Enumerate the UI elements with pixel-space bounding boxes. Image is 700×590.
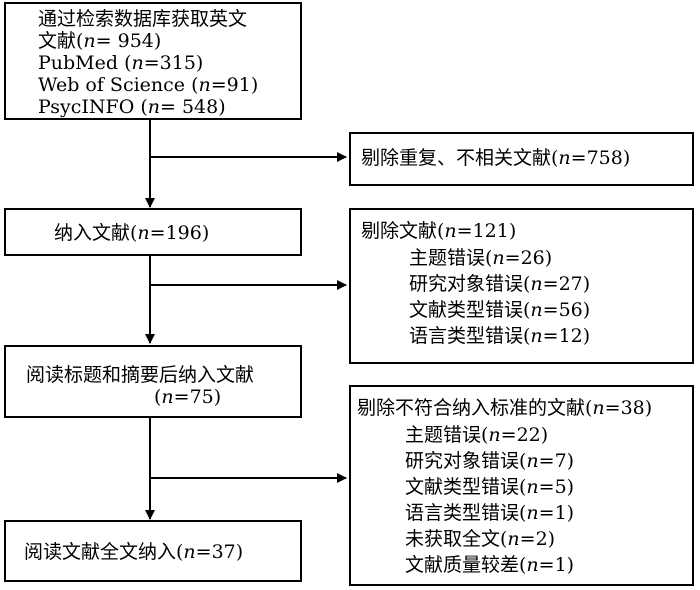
exclusion-eligibility-title: 剔除不符合纳入标准的文献(n=38) xyxy=(357,397,653,419)
screened-count: (n=75) xyxy=(154,386,222,408)
exclusion-eligibility-item: 文献类型错误(n=5) xyxy=(405,476,575,498)
source-psycinfo: PsycINFO (n= 548) xyxy=(38,96,226,118)
included-text: 纳入文献(n=196) xyxy=(54,222,210,244)
exclusion-eligibility-item: 未获取全文(n=2) xyxy=(405,528,556,550)
exclusion-screening-item: 语言类型错误(n=12) xyxy=(409,325,591,347)
included-box: 纳入文献(n=196) xyxy=(4,208,302,256)
exclusion-screening-item: 研究对象错误(n=27) xyxy=(409,273,591,295)
exclusion-screening-item: 文献类型错误(n=56) xyxy=(409,299,591,321)
exclusion-screening-item: 主题错误(n=26) xyxy=(409,247,553,269)
source-web-of-science: Web of Science (n=91) xyxy=(38,74,259,96)
exclusion-box-screening: 剔除文献(n=121) 主题错误(n=26) 研究对象错误(n=27) 文献类型… xyxy=(349,208,694,364)
exclusion-screening-title: 剔除文献(n=121) xyxy=(361,220,517,242)
exclusion-box-eligibility: 剔除不符合纳入标准的文献(n=38) 主题错误(n=22) 研究对象错误(n=7… xyxy=(349,385,694,586)
search-box: 通过检索数据库获取英文 文献(n= 954) PubMed (n=315) We… xyxy=(4,2,302,120)
search-total: 文献(n= 954) xyxy=(38,30,162,52)
final-included-box: 阅读文献全文纳入(n=37) xyxy=(4,520,302,582)
exclusion-duplicates-text: 剔除重复、不相关文献(n=758) xyxy=(361,147,631,169)
screened-box: 阅读标题和摘要后纳入文献 (n=75) xyxy=(4,345,302,418)
exclusion-eligibility-item: 语言类型错误(n=1) xyxy=(405,502,575,524)
exclusion-eligibility-item: 文献质量较差(n=1) xyxy=(405,554,575,576)
final-included-text: 阅读文献全文纳入(n=37) xyxy=(24,541,244,563)
exclusion-eligibility-item: 主题错误(n=22) xyxy=(405,424,549,446)
exclusion-eligibility-item: 研究对象错误(n=7) xyxy=(405,450,575,472)
search-title: 通过检索数据库获取英文 xyxy=(38,8,248,30)
screened-title: 阅读标题和摘要后纳入文献 xyxy=(26,364,255,386)
source-pubmed: PubMed (n=315) xyxy=(38,52,204,74)
exclusion-box-duplicates: 剔除重复、不相关文献(n=758) xyxy=(349,132,694,186)
